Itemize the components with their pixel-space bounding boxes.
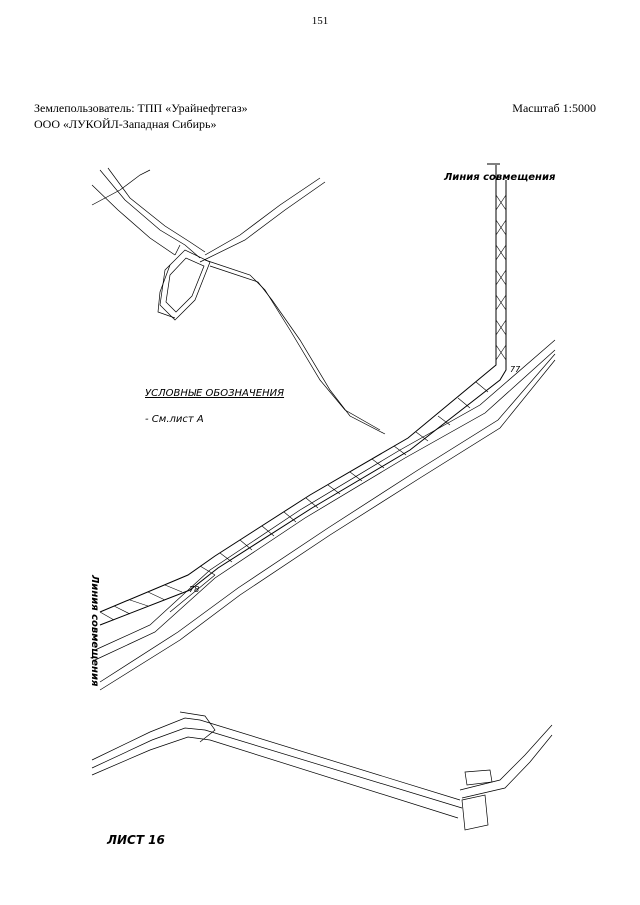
road-line <box>94 349 556 661</box>
road-line <box>204 259 381 431</box>
matchline-top-label: Линия совмещения <box>443 172 556 183</box>
scale-text: Масштаб 1:5000 <box>512 101 596 115</box>
road-line <box>99 359 556 691</box>
pipeline-corridor <box>99 163 507 626</box>
road-line <box>99 169 201 259</box>
point-78-label: 78 <box>189 585 199 594</box>
corridor-roads <box>94 339 556 691</box>
road-line <box>459 724 553 791</box>
pad-structure <box>159 249 211 321</box>
road-line <box>157 264 176 319</box>
legend-item: - См.лист А <box>145 414 204 425</box>
corridor-edge <box>99 180 507 626</box>
road-line <box>91 727 463 809</box>
road-line <box>204 177 321 256</box>
road-line <box>91 736 459 819</box>
pad-structure <box>464 769 493 786</box>
road-line <box>107 167 206 253</box>
lower-road <box>91 711 553 831</box>
page-number: 151 <box>311 15 329 27</box>
map-roads <box>91 167 386 435</box>
corridor-hatching <box>99 194 507 621</box>
road-line <box>91 184 176 256</box>
header-owner-block: Землепользователь: ТПП «Урайнефтегаз» ОО… <box>34 100 248 132</box>
road-line <box>169 574 216 613</box>
road-line <box>461 734 553 799</box>
land-user-text: Землепользователь: ТПП «Урайнефтегаз» <box>34 101 248 115</box>
road-line <box>91 169 151 206</box>
legend-title: УСЛОВНЫЕ ОБОЗНАЧЕНИЯ <box>145 388 284 399</box>
sheet-label: ЛИСТ 16 <box>107 833 165 847</box>
point-77-label: 77 <box>510 365 521 374</box>
matchline-left-label: Линия совмещения <box>89 574 100 687</box>
pad-structure <box>461 794 489 831</box>
road-line <box>91 717 461 801</box>
corridor-edge <box>99 165 497 613</box>
road-line <box>209 265 386 435</box>
road-line <box>199 181 326 263</box>
company-text: ООО «ЛУКОЙЛ-Западная Сибирь» <box>34 117 217 131</box>
road-line <box>94 339 556 651</box>
road-line <box>99 353 556 683</box>
pad-structure <box>165 257 205 313</box>
road-line <box>174 244 181 256</box>
road-line <box>179 711 216 743</box>
